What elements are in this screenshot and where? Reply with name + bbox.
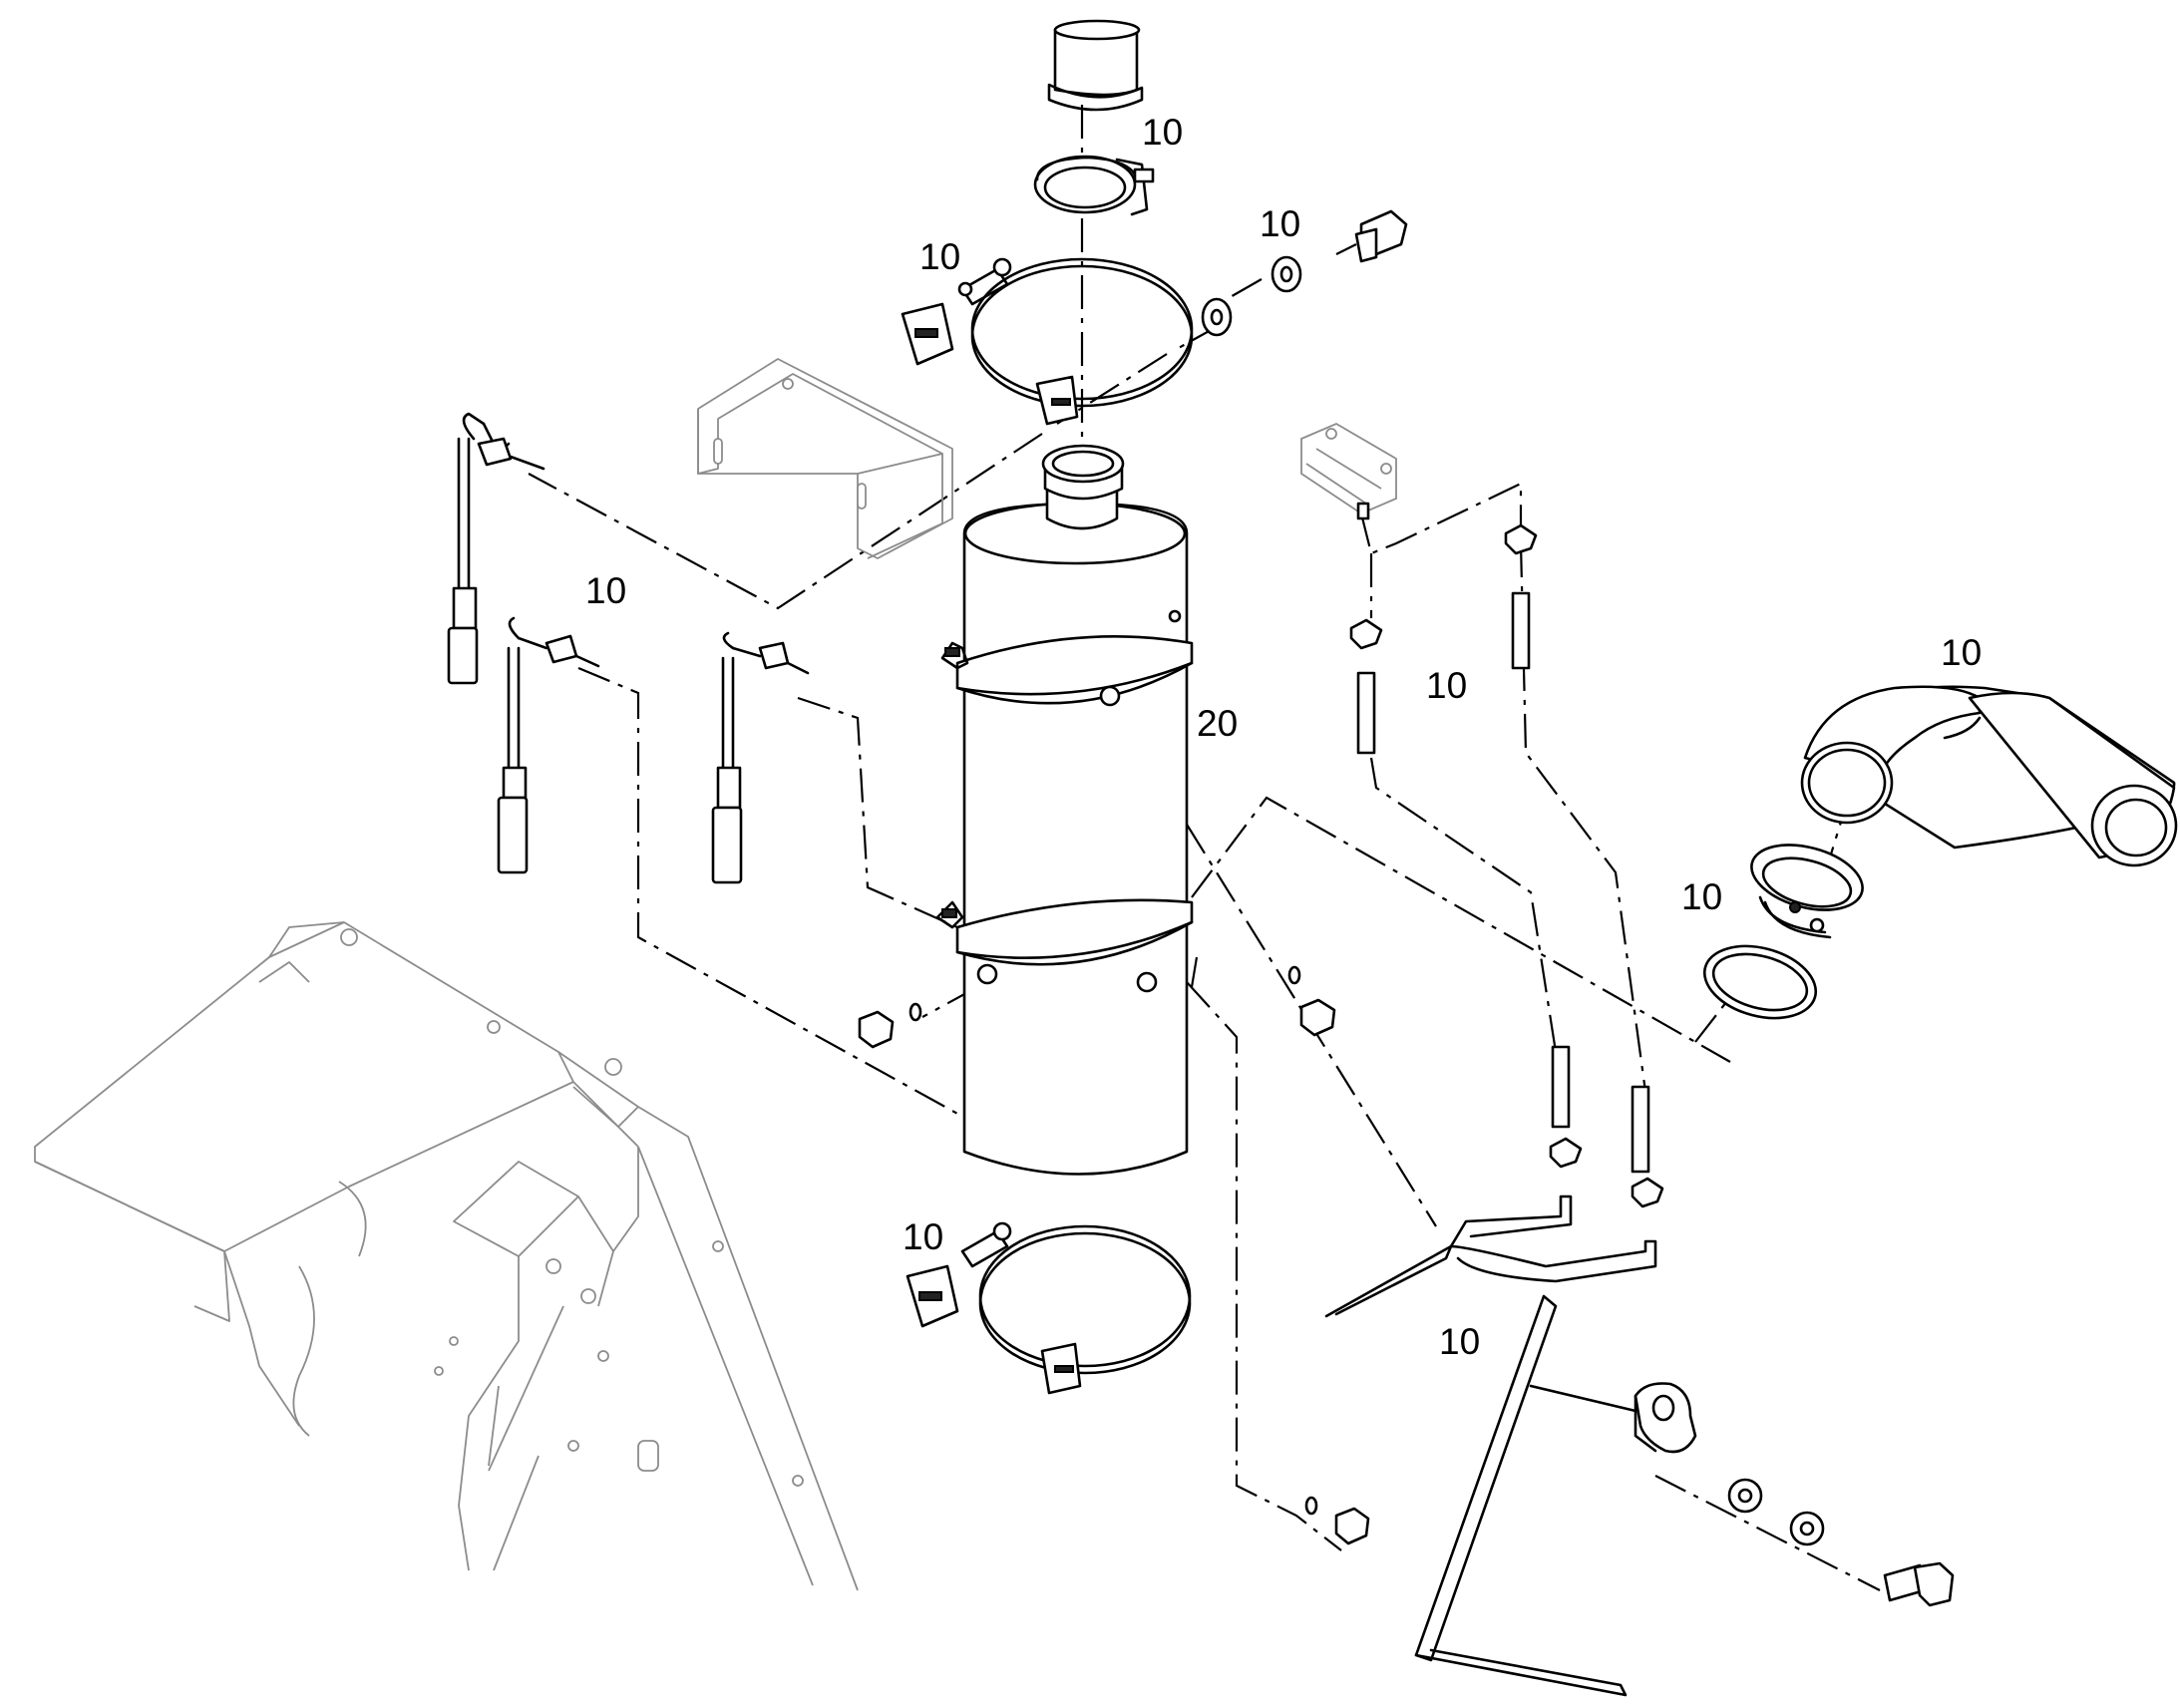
label-main-silencer: 20 — [1197, 703, 1238, 744]
lower-strap — [906, 1221, 1192, 1395]
top-fasteners — [1201, 209, 1408, 337]
top-clamp — [1033, 155, 1155, 216]
callout-labels: 10 10 10 10 10 10 10 20 10 10 — [585, 112, 1982, 1362]
label-lower-strap: 10 — [903, 1216, 943, 1257]
label-upper-strap: 10 — [919, 236, 960, 277]
label-bolt-top: 10 — [1260, 203, 1300, 244]
main-silencer — [935, 444, 1194, 1176]
label-support-bracket: 10 — [1439, 1321, 1480, 1362]
upper-strap — [901, 257, 1194, 426]
support-bracket — [1324, 1195, 1955, 1697]
label-elbow-pipe: 10 — [1941, 632, 1982, 673]
label-sensor-lines-right: 10 — [1426, 665, 1467, 706]
elbow-pipe — [1800, 685, 2178, 867]
mounting-bracket — [697, 358, 953, 559]
temp-sensors — [447, 412, 810, 884]
machine-frame — [34, 921, 859, 1591]
elbow-clamp — [1702, 844, 1864, 1020]
label-elbow-clamp: 10 — [1681, 876, 1722, 917]
label-top-clamp: 10 — [1142, 112, 1183, 153]
pressure-sensor — [1300, 422, 1664, 1208]
top-flex-pipe — [1047, 19, 1144, 112]
label-sensors-left: 10 — [585, 570, 626, 611]
nuts — [858, 965, 1370, 1545]
